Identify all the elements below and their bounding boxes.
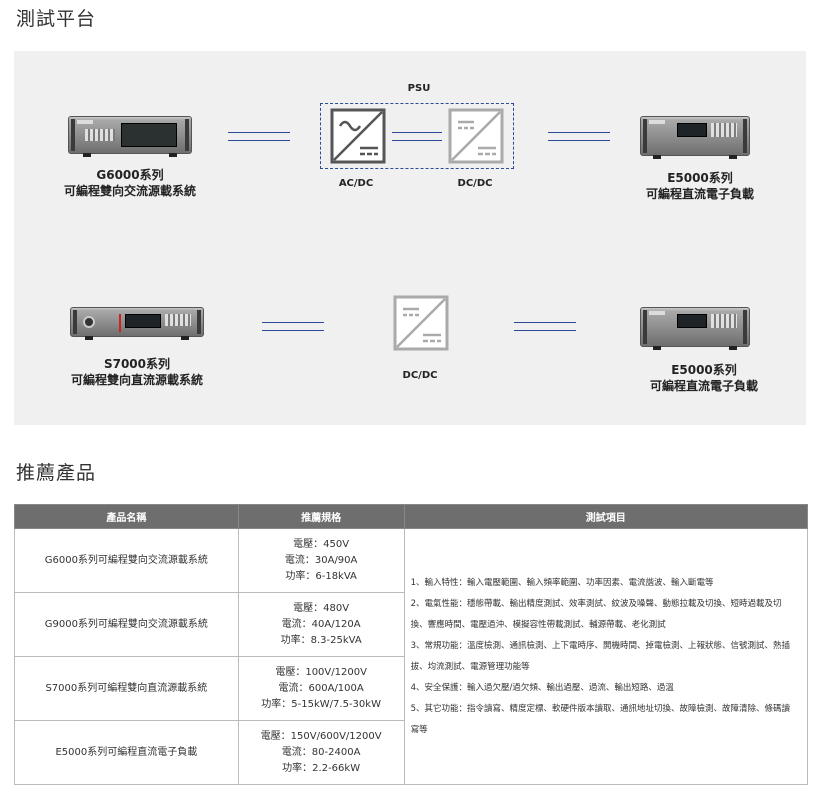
header-product-name: 產品名稱	[14, 504, 239, 529]
spec-voltage: 電壓：150V/600V/1200V	[260, 730, 382, 742]
test-item: 4、安全保護：輸入過欠壓/過欠頻、輸出過壓、過流、輸出短路、過溫	[410, 682, 674, 693]
s7000-series: S7000系列	[103, 357, 171, 371]
product-name: G9000系列可編程雙向交流源載系統	[14, 592, 239, 657]
test-items-cell: 1、輸入特性：輸入電壓範圍、輸入頻率範圍、功率因素、電流諧波、輸入斷電等 2、電…	[403, 528, 809, 785]
s7000-device-label: S7000系列 可編程雙向直流源載系統	[42, 356, 232, 388]
test-item: 3、常規功能：溫度檢測、通訊檢測、上下電時序、開機時間、掉電檢測、上報狀態、信號…	[410, 640, 791, 672]
psu-label: PSU	[407, 83, 431, 94]
product-spec: 電壓：450V 電流：30A/90A 功率：6-18kVA	[237, 528, 405, 593]
table-row: S7000系列可編程雙向直流源載系統 電壓：100V/1200V 電流：600A…	[14, 656, 808, 721]
e5000-desc-top: 可編程直流電子負載	[645, 187, 754, 201]
test-item: 2、電氣性能：穩態帶載、輸出精度測試、效率測試、紋波及噪聲、動態拉載及切換、短時…	[410, 598, 782, 630]
acdc-label: AC/DC	[338, 178, 374, 189]
s7000-desc: 可編程雙向直流源載系統	[70, 373, 203, 387]
connector-line	[514, 322, 576, 331]
acdc-converter-icon	[330, 108, 386, 164]
product-name: E5000系列可編程直流電子負載	[14, 720, 239, 785]
product-spec: 電壓：150V/600V/1200V 電流：80-2400A 功率：2.2-66…	[237, 720, 405, 785]
table-row: E5000系列可編程直流電子負載 電壓：150V/600V/1200V 電流：8…	[14, 720, 808, 785]
product-name: S7000系列可編程雙向直流源載系統	[14, 656, 239, 721]
e5000-desc-bottom: 可編程直流電子負載	[649, 379, 758, 393]
header-test-items: 測試項目	[403, 504, 809, 529]
spec-current: 電流：80-2400A	[281, 746, 361, 758]
header-spec: 推薦規格	[237, 504, 405, 529]
dcdc-label: DC/DC	[457, 178, 493, 189]
s7000-device-image	[70, 307, 204, 340]
spec-power: 功率：2.2-66kW	[282, 762, 361, 774]
e5000-series-top: E5000系列	[667, 171, 733, 185]
e5000-device-image	[640, 116, 750, 159]
recommended-products-table: 產品名稱 推薦規格 測試項目 G6000系列可編程雙向交流源載系統 電壓：450…	[14, 504, 809, 785]
spec-voltage: 電壓：100V/1200V	[275, 666, 367, 678]
g6000-device-image	[68, 116, 192, 157]
spec-current: 電流：600A/100A	[278, 682, 364, 694]
connector-line	[548, 132, 610, 141]
test-item: 5、其它功能：指令讀寫、精度定標、軟硬件版本讀取、通訊地址切換、故障檢測、故障清…	[410, 703, 791, 735]
e5000-device-label-top: E5000系列 可編程直流電子負載	[610, 170, 790, 202]
product-name: G6000系列可編程雙向交流源載系統	[14, 528, 239, 593]
connector-line	[262, 322, 324, 331]
g6000-device-label: G6000系列 可編程雙向交流源載系統	[40, 167, 220, 199]
e5000-series-bottom: E5000系列	[671, 363, 737, 377]
table-row: G6000系列可編程雙向交流源載系統 電壓：450V 電流：30A/90A 功率…	[14, 528, 809, 785]
spec-power: 功率：8.3-25kVA	[280, 634, 362, 646]
spec-current: 電流：30A/90A	[284, 554, 358, 566]
connector-line	[228, 132, 290, 141]
section-title-recommended: 推薦產品	[16, 462, 97, 484]
connector-line	[392, 132, 442, 141]
test-platform-diagram	[14, 51, 806, 425]
spec-voltage: 電壓：480V	[293, 602, 350, 614]
dcdc-converter-icon	[448, 108, 504, 164]
product-spec: 電壓：100V/1200V 電流：600A/100A 功率：5-15kW/7.5…	[237, 656, 405, 721]
spec-power: 功率：5-15kW/7.5-30kW	[261, 698, 381, 710]
dcdc-label-2: DC/DC	[402, 370, 438, 381]
table-row: G9000系列可編程雙向交流源載系統 電壓：480V 電流：40A/120A 功…	[14, 592, 808, 657]
e5000-device-label-bottom: E5000系列 可編程直流電子負載	[614, 362, 794, 394]
g6000-series: G6000系列	[96, 168, 164, 182]
psu-group-box	[320, 103, 514, 169]
e5000-device-image-2	[640, 307, 750, 350]
section-title-test-platform: 測試平台	[16, 8, 97, 30]
spec-current: 電流：40A/120A	[281, 618, 361, 630]
spec-voltage: 電壓：450V	[293, 538, 350, 550]
test-item: 1、輸入特性：輸入電壓範圍、輸入頻率範圍、功率因素、電流諧波、輸入斷電等	[410, 577, 714, 588]
dcdc-converter-icon-2	[393, 295, 449, 351]
table-header-row: 產品名稱 推薦規格 測試項目	[14, 504, 809, 529]
g6000-desc: 可編程雙向交流源載系統	[63, 184, 196, 198]
spec-power: 功率：6-18kVA	[285, 570, 357, 582]
product-spec: 電壓：480V 電流：40A/120A 功率：8.3-25kVA	[237, 592, 405, 657]
